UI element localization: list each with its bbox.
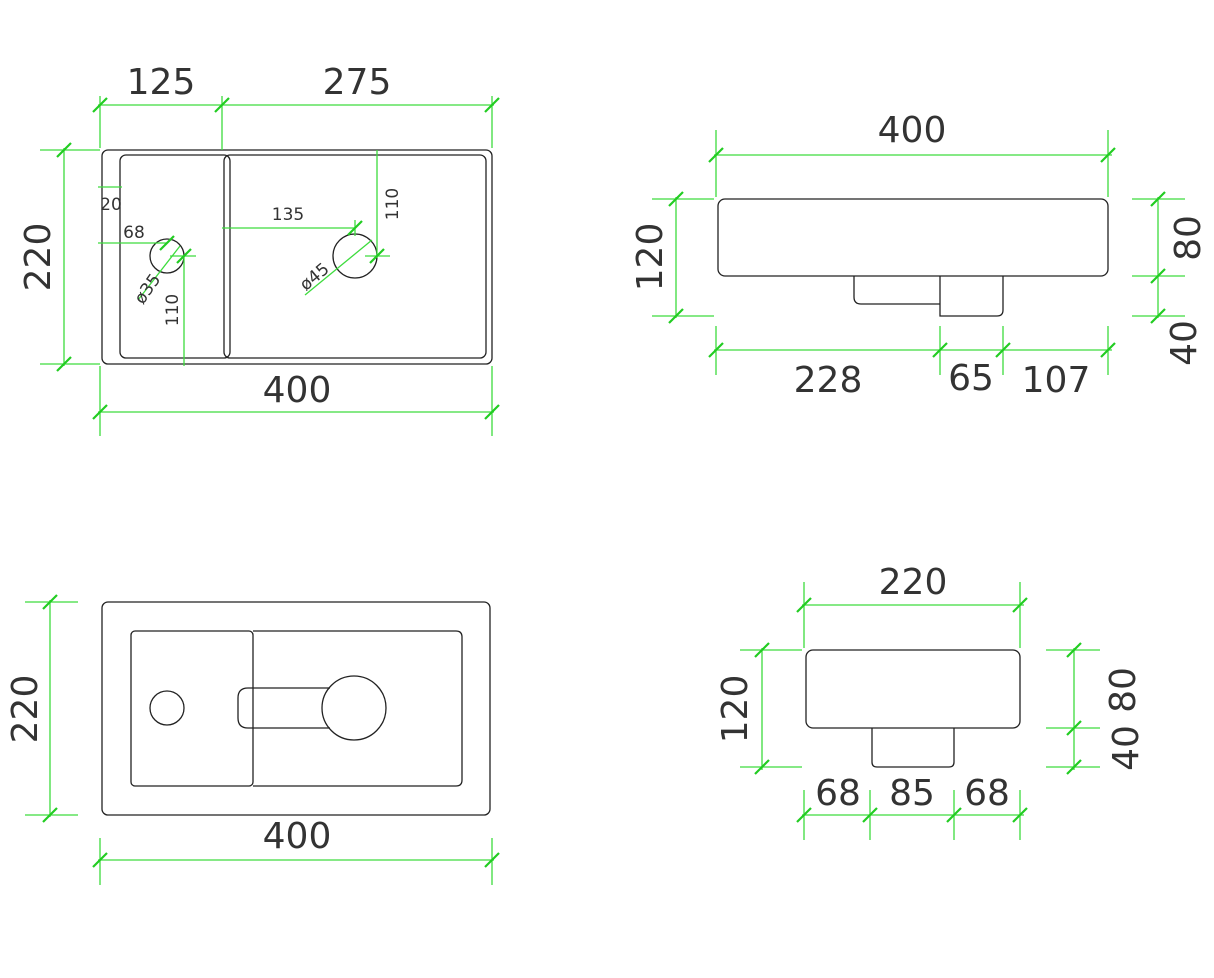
dim-68-side-left: 68	[815, 773, 861, 814]
plan-right-bowl	[253, 630, 463, 787]
dim-40-front-view: 40	[1164, 320, 1205, 366]
front-basin-body	[717, 198, 1109, 277]
plan-basin-outline	[101, 601, 491, 816]
side-drain	[871, 728, 955, 768]
dim-80-side-view: 80	[1103, 667, 1144, 713]
dim-135: 135	[272, 205, 304, 225]
dim-68-side-right: 68	[964, 773, 1010, 814]
dim-220-plan-view: 220	[5, 675, 46, 744]
dim-68-top-view: 68	[123, 223, 145, 243]
dim-65: 65	[948, 358, 994, 399]
dim-400-top-view: 400	[263, 370, 332, 411]
dim-400-front-view: 400	[878, 110, 947, 151]
dim-107: 107	[1022, 360, 1091, 401]
dim-220-left: 220	[18, 223, 59, 292]
front-view: 400 120 80 40 228 65 107	[630, 110, 1209, 401]
plan-left-bowl	[130, 630, 254, 787]
dim-228: 228	[794, 360, 863, 401]
plan-tap-handle	[237, 687, 330, 729]
dim-110-right: 110	[383, 188, 403, 220]
plan-view: 220 400	[5, 593, 501, 885]
dim-120-front-view: 120	[630, 223, 671, 292]
dim-20: 20	[100, 195, 122, 215]
plan-tap-knob	[321, 675, 387, 741]
dim-120-side-view: 120	[715, 675, 756, 744]
side-view: 220 120 80 40 68 85 68	[715, 562, 1147, 840]
dim-40-side-view: 40	[1106, 725, 1147, 771]
top-basin-left-bowl	[119, 154, 231, 359]
top-basin-outline	[101, 149, 493, 365]
dim-125: 125	[127, 62, 196, 103]
dim-phi45: ø45	[296, 259, 333, 295]
plan-overflow-hole	[149, 690, 185, 726]
dim-275: 275	[323, 62, 392, 103]
side-basin-body	[805, 649, 1021, 729]
front-drain-left	[853, 276, 940, 305]
top-view: 125 275 220 400 20 68 135 110	[18, 62, 501, 436]
dim-85: 85	[889, 773, 935, 814]
dim-220-side-view: 220	[879, 562, 948, 603]
dim-400-plan-view: 400	[263, 816, 332, 857]
front-drain-right	[939, 276, 1004, 317]
dim-phi35: ø35	[131, 270, 166, 308]
top-basin-right-bowl	[223, 154, 487, 359]
dim-80-front-view: 80	[1168, 215, 1209, 261]
dim-110-left: 110	[163, 294, 183, 326]
